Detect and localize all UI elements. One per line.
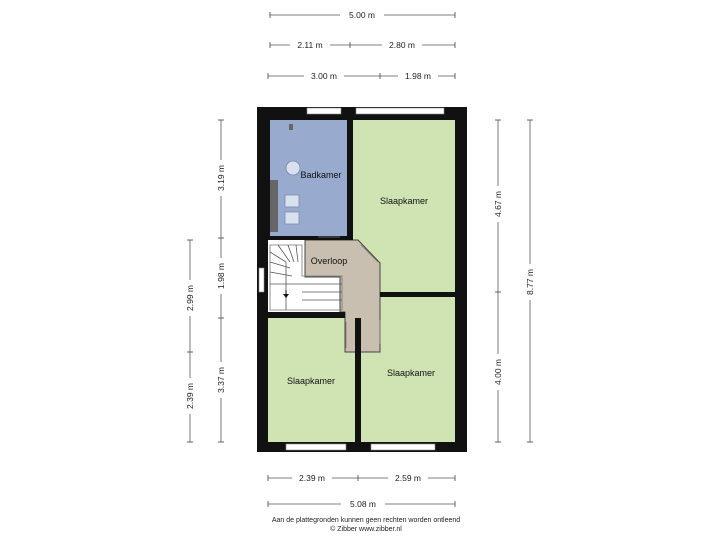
dim-right-outer: 8.77 m [525, 269, 535, 295]
label-bedroom-bottom-left: Slaapkamer [287, 376, 335, 386]
dim-top-row3-left: 3.00 m [311, 71, 337, 81]
dim-top-total: 5.00 m [349, 10, 375, 20]
bathroom-fixtures [270, 124, 301, 232]
dimension-labels-bottom: 2.39 m 2.59 m 5.08 m [292, 471, 428, 510]
staircase [269, 244, 343, 311]
shower-rail-icon [270, 180, 278, 232]
dim-top-row2-left: 2.11 m [297, 40, 322, 50]
dim-left-inner-bottom: 3.37 m [216, 367, 226, 393]
dimension-labels-top: 5.00 m 2.11 m 2.80 m 3.00 m 1.98 m [290, 8, 438, 82]
sink-icon [284, 194, 300, 208]
sink-icon [284, 211, 300, 225]
dim-bottom-total: 5.08 m [350, 499, 376, 509]
dim-right-inner-bottom: 4.00 m [493, 359, 503, 385]
toilet-icon [285, 160, 301, 176]
room-landing [304, 239, 381, 353]
room-bathroom [270, 120, 347, 238]
windows [258, 107, 445, 451]
footer-copyright: © Zibber www.zibber.nl [330, 525, 402, 533]
dimension-labels-right: 4.67 m 4.00 m 8.77 m [491, 186, 537, 390]
dim-left-inner-top: 3.19 m [216, 165, 226, 191]
label-bathroom: Badkamer [300, 170, 341, 180]
dim-bottom-left: 2.39 m [299, 473, 325, 483]
dimension-labels-left: 3.19 m 1.98 m 3.37 m 2.99 m 2.39 m [183, 160, 228, 414]
dim-top-row3-right: 1.98 m [405, 71, 431, 81]
label-bedroom-large: Slaapkamer [380, 196, 428, 206]
room-bedroom-bottom-left [268, 318, 355, 442]
dim-left-inner-mid: 1.98 m [216, 263, 226, 289]
dim-right-inner-top: 4.67 m [493, 191, 503, 217]
dim-left-outer-top: 2.99 m [185, 285, 195, 311]
interior-walls [265, 107, 455, 452]
label-landing: Overloop [311, 256, 348, 266]
tap-icon [289, 124, 293, 130]
dim-left-outer-bottom: 2.39 m [185, 383, 195, 409]
dim-bottom-right: 2.59 m [395, 473, 421, 483]
footer-disclaimer: Aan de plattegronden kunnen geen rechten… [272, 517, 460, 524]
label-bedroom-bottom-right: Slaapkamer [387, 368, 435, 378]
dim-top-row2-right: 2.80 m [389, 40, 415, 50]
doors [318, 236, 381, 348]
